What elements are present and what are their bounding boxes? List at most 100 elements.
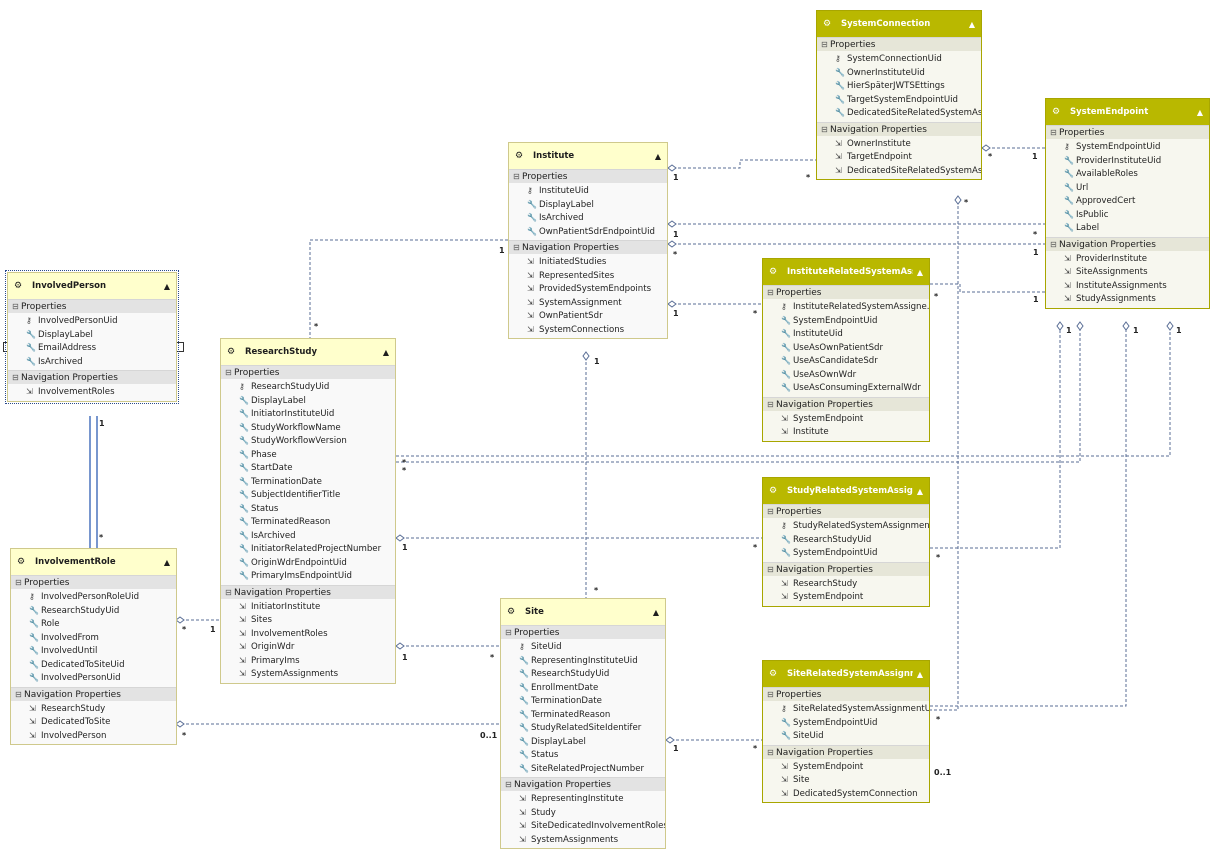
entity-header[interactable]: ⚙ InvolvedPerson ▲ — [8, 273, 176, 299]
entity-instituterelatedsystemassignment[interactable]: ⚙ InstituteRelatedSystemAssign... ▲ ⊟Pro… — [762, 258, 930, 442]
property-row[interactable]: 🔧DisplayLabel — [527, 199, 594, 210]
property-row[interactable]: ⚷SystemConnectionUid — [835, 54, 942, 64]
minus-icon[interactable]: ⊟ — [767, 288, 774, 297]
navigation-row[interactable]: ⇲InvolvementRoles — [26, 387, 115, 397]
minus-icon[interactable]: ⊟ — [505, 780, 512, 789]
property-row[interactable]: 🔧Role — [29, 619, 60, 629]
property-row[interactable]: 🔧HierSpäterJWTSEttings — [835, 81, 945, 91]
minus-icon[interactable]: ⊟ — [225, 587, 232, 597]
properties-section-header[interactable]: ⊟Properties — [221, 365, 395, 379]
minus-icon[interactable]: ⊟ — [15, 578, 22, 587]
navigation-row[interactable]: ⇲InvolvedPerson — [29, 730, 107, 741]
properties-section-header[interactable]: ⊟Properties — [763, 285, 929, 299]
minus-icon[interactable]: ⊟ — [505, 628, 512, 637]
navigation-section-header[interactable]: ⊟Navigation Properties — [763, 744, 929, 759]
chevron-up-icon[interactable]: ▲ — [968, 19, 975, 29]
minus-icon[interactable]: ⊟ — [12, 302, 19, 311]
entity-involvedperson[interactable]: ⚙ InvolvedPerson ▲ ⊟Properties ⚷Involved… — [5, 270, 179, 404]
navigation-section-header[interactable]: ⊟Navigation Properties — [817, 121, 981, 136]
navigation-row[interactable]: ⇲InitiatorInstitute — [239, 601, 321, 612]
navigation-row[interactable]: ⇲SystemConnections — [527, 324, 625, 335]
navigation-row[interactable]: ⇲Sites — [239, 615, 272, 625]
property-row[interactable]: 🔧StudyWorkflowName — [239, 422, 341, 433]
property-row[interactable]: 🔧InitiatorInstituteUid — [239, 409, 335, 419]
property-row[interactable]: 🔧ResearchStudyUid — [781, 534, 872, 545]
property-row[interactable]: ⚷StudyRelatedSystemAssignment... — [781, 521, 929, 531]
entity-researchstudy[interactable]: ⚙ ResearchStudy ▲ ⊟Properties ⚷ResearchS… — [220, 338, 396, 684]
property-row[interactable]: ⚷InvolvedPersonRoleUid — [29, 592, 140, 602]
navigation-row[interactable]: ⇲SystemEndpoint — [781, 761, 864, 772]
property-row[interactable]: 🔧SubjectIdentifierTitle — [239, 490, 341, 500]
navigation-row[interactable]: ⇲SystemEndpoint — [781, 413, 864, 424]
navigation-row[interactable]: ⇲DedicatedSiteRelatedSystemAss... — [835, 165, 981, 176]
minus-icon[interactable]: ⊟ — [225, 368, 232, 377]
property-row[interactable]: 🔧ResearchStudyUid — [29, 605, 120, 616]
property-row[interactable]: 🔧SiteRelatedProjectNumber — [519, 763, 645, 774]
property-row[interactable]: 🔧ResearchStudyUid — [519, 669, 610, 679]
navigation-row[interactable]: ⇲Study — [519, 807, 556, 818]
navigation-row[interactable]: ⇲OwnPatientSdr — [527, 311, 603, 321]
chevron-up-icon[interactable]: ▲ — [916, 486, 923, 496]
navigation-section-header[interactable]: ⊟Navigation Properties — [763, 561, 929, 576]
property-row[interactable]: 🔧DisplayLabel — [239, 395, 306, 406]
chevron-up-icon[interactable]: ▲ — [916, 669, 923, 679]
navigation-row[interactable]: ⇲StudyAssignments — [1064, 294, 1156, 304]
entity-header[interactable]: ⚙ Institute ▲ — [509, 143, 667, 169]
entity-header[interactable]: ⚙ Site ▲ — [501, 599, 665, 625]
navigation-row[interactable]: ⇲Site — [781, 775, 810, 785]
entity-header[interactable]: ⚙ SystemConnection ▲ — [817, 11, 981, 37]
navigation-row[interactable]: ⇲RepresentingInstitute — [519, 794, 624, 804]
property-row[interactable]: ⚷SiteRelatedSystemAssignmentUid — [781, 704, 929, 714]
properties-section-header[interactable]: ⊟Properties — [817, 37, 981, 51]
chevron-up-icon[interactable]: ▲ — [163, 557, 170, 567]
entity-systemendpoint[interactable]: ⚙ SystemEndpoint ▲ ⊟Properties ⚷SystemEn… — [1045, 98, 1210, 309]
minus-icon[interactable]: ⊟ — [1050, 239, 1057, 249]
property-row[interactable]: 🔧OwnerInstituteUid — [835, 67, 925, 78]
navigation-row[interactable]: ⇲DedicatedSystemConnection — [781, 788, 918, 799]
property-row[interactable]: 🔧InvolvedUntil — [29, 646, 98, 656]
property-row[interactable]: 🔧ApprovedCert — [1064, 196, 1136, 206]
entity-siterelatedsystemassignment[interactable]: ⚙ SiteRelatedSystemAssignment ▲ ⊟Propert… — [762, 660, 930, 803]
property-row[interactable]: ⚷ResearchStudyUid — [239, 382, 330, 392]
entity-institute[interactable]: ⚙ Institute ▲ ⊟Properties ⚷InstituteUid … — [508, 142, 668, 339]
property-row[interactable]: 🔧AvailableRoles — [1064, 169, 1138, 179]
navigation-row[interactable]: ⇲SiteAssignments — [1064, 267, 1148, 277]
navigation-row[interactable]: ⇲SystemAssignments — [239, 669, 339, 679]
property-row[interactable]: 🔧UseAsOwnWdr — [781, 369, 857, 380]
property-row[interactable]: 🔧Url — [1064, 182, 1089, 193]
navigation-row[interactable]: ⇲OriginWdr — [239, 642, 295, 652]
property-row[interactable]: 🔧StudyRelatedSiteIdentifer — [519, 723, 642, 733]
properties-section-header[interactable]: ⊟Properties — [763, 687, 929, 701]
navigation-row[interactable]: ⇲PrimaryIms — [239, 655, 300, 666]
navigation-section-header[interactable]: ⊟Navigation Properties — [509, 240, 667, 254]
navigation-row[interactable]: ⇲ResearchStudy — [781, 578, 858, 589]
navigation-row[interactable]: ⇲RepresentedSites — [527, 270, 615, 281]
properties-section-header[interactable]: ⊟Properties — [509, 169, 667, 183]
navigation-section-header[interactable]: ⊟Navigation Properties — [501, 777, 665, 791]
property-row[interactable]: 🔧UseAsCandidateSdr — [781, 356, 878, 366]
property-row[interactable]: 🔧ProviderInstituteUid — [1064, 155, 1162, 166]
navigation-section-header[interactable]: ⊟Navigation Properties — [1046, 236, 1209, 251]
minus-icon[interactable]: ⊟ — [767, 399, 774, 409]
chevron-up-icon[interactable]: ▲ — [163, 281, 170, 291]
chevron-up-icon[interactable]: ▲ — [652, 607, 659, 617]
navigation-row[interactable]: ⇲InitiatedStudies — [527, 257, 607, 267]
property-row[interactable]: 🔧InvolvedFrom — [29, 632, 99, 643]
property-row[interactable]: 🔧OriginWdrEndpointUid — [239, 557, 347, 568]
navigation-row[interactable]: ⇲SiteDedicatedInvolvementRoles — [519, 821, 665, 831]
navigation-row[interactable]: ⇲TargetEndpoint — [835, 152, 912, 162]
minus-icon[interactable]: ⊟ — [12, 373, 19, 382]
property-row[interactable]: 🔧StudyWorkflowVersion — [239, 436, 347, 446]
property-row[interactable]: ⚷SystemEndpointUid — [1064, 142, 1161, 152]
navigation-row[interactable]: ⇲InstituteAssignments — [1064, 280, 1167, 291]
navigation-row[interactable]: ⇲SystemAssignment — [527, 297, 622, 308]
property-row[interactable]: 🔧EnrollmentDate — [519, 682, 599, 693]
property-row[interactable]: 🔧Label — [1064, 223, 1100, 233]
entity-header[interactable]: ⚙ ResearchStudy ▲ — [221, 339, 395, 365]
chevron-up-icon[interactable]: ▲ — [654, 151, 661, 161]
property-row[interactable]: 🔧TerminatedReason — [239, 517, 331, 527]
entity-involvementrole[interactable]: ⚙ InvolvementRole ▲ ⊟Properties ⚷Involve… — [10, 548, 177, 745]
entity-header[interactable]: ⚙ InvolvementRole ▲ — [11, 549, 176, 575]
property-row[interactable]: 🔧SystemEndpointUid — [781, 717, 878, 728]
properties-section-header[interactable]: ⊟Properties — [501, 625, 665, 639]
